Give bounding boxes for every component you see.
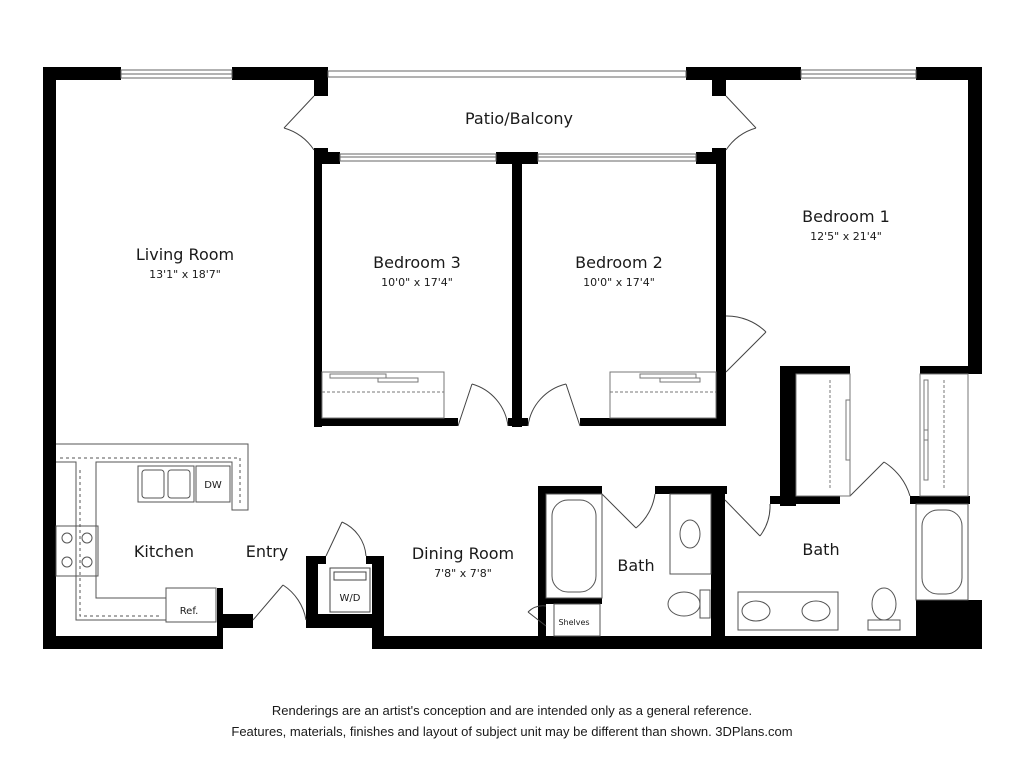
closet-bed1-left: [795, 373, 851, 497]
wall-left: [43, 67, 56, 649]
wall-closet-left: [780, 366, 796, 506]
wall-closet-top: [780, 366, 850, 374]
door-wd-closet: [325, 521, 367, 557]
wall-top-left: [43, 67, 121, 80]
door-bath-master: [724, 499, 771, 537]
label-kitchen: Kitchen: [134, 542, 194, 561]
dims-living: 13'1" x 18'7": [149, 268, 221, 281]
disclaimer-line-2: Features, materials, finishes and layout…: [231, 724, 793, 739]
wall-bed2-right: [716, 152, 726, 422]
wall-bath-hall-right: [711, 486, 725, 636]
fixture-labels: DW Ref. W/D Shelves: [180, 480, 590, 627]
hall-bath-fixtures: [545, 493, 712, 637]
disclaimer-line-1: Renderings are an artist's conception an…: [271, 703, 753, 718]
kitchen-sink: [137, 465, 195, 503]
wall-bed-divider: [512, 152, 522, 427]
label-refrigerator: Ref.: [180, 606, 199, 617]
kitchen-fixtures: [55, 443, 249, 623]
master-bathtub: [915, 503, 969, 601]
wall-bath-hall-bottom: [538, 598, 602, 604]
wall-right: [968, 67, 982, 367]
wall-bed3-left: [314, 152, 322, 427]
stove: [55, 525, 99, 577]
wall-wd-right: [372, 556, 384, 626]
label-bedroom2: Bedroom 2: [575, 253, 663, 272]
shelves: [553, 603, 601, 637]
wall-wd-top-r: [366, 556, 384, 564]
wall-entry-r: [306, 614, 378, 628]
master-toilet: [871, 587, 897, 621]
master-vanity: [737, 591, 839, 631]
room-labels: Patio/Balcony Living Room 13'1" x 18'7" …: [134, 109, 890, 580]
wall-bath-hall-left: [538, 486, 546, 636]
closet-bed2: [609, 371, 717, 419]
washer-dryer: [329, 567, 371, 613]
label-patio: Patio/Balcony: [465, 109, 573, 128]
windows: [120, 69, 917, 162]
dims-bedroom3: 10'0" x 17'4": [381, 276, 453, 289]
laundry: [329, 567, 371, 613]
wall-bottom-left: [43, 636, 223, 649]
patio-post-right: [712, 78, 726, 96]
hall-bathtub: [545, 493, 603, 599]
door-entry: [252, 584, 307, 621]
label-bath-hall: Bath: [617, 556, 654, 575]
dims-dining: 7'8" x 7'8": [434, 567, 492, 580]
wall-closet-top-r: [920, 366, 982, 374]
wall-top-left-2: [232, 67, 328, 80]
patio-post-left: [314, 78, 328, 96]
door-bath-hall: [601, 493, 656, 529]
label-bedroom3: Bedroom 3: [373, 253, 461, 272]
wall-wd-left: [306, 556, 318, 626]
dims-bedroom1: 12'5" x 21'4": [810, 230, 882, 243]
closet-bed1-right: [919, 373, 969, 497]
wall-bed2-bottom: [580, 418, 726, 426]
wall-wd-top: [306, 556, 326, 564]
wall-bath-master-low: [916, 600, 982, 649]
door-patio-right: [725, 95, 757, 151]
closet-bed3: [321, 371, 445, 419]
label-washer-dryer: W/D: [340, 593, 361, 604]
label-bedroom1: Bedroom 1: [802, 207, 890, 226]
label-dining: Dining Room: [412, 544, 514, 563]
label-living: Living Room: [136, 245, 234, 264]
door-bedroom1: [725, 315, 767, 373]
hall-vanity: [669, 493, 712, 575]
wall-bottom-mid: [378, 636, 982, 649]
door-shelves: [527, 605, 547, 627]
door-closet: [849, 461, 911, 497]
doors: [252, 95, 911, 627]
window-patio-slider: [327, 70, 687, 78]
wall-top-right-2: [916, 67, 982, 80]
wall-entry-l2: [217, 614, 253, 628]
wall-bed-doorstop: [508, 418, 528, 426]
walls: [43, 67, 982, 649]
wall-closet-bottom-r: [910, 496, 970, 504]
floor-plan: Patio/Balcony Living Room 13'1" x 18'7" …: [43, 67, 982, 649]
dims-bedroom2: 10'0" x 17'4": [583, 276, 655, 289]
refrigerator: [165, 587, 217, 623]
door-bedroom2: [527, 383, 581, 427]
wall-bath-master-top: [770, 496, 800, 504]
wall-bed3-bottom: [314, 418, 458, 426]
dishwasher: [195, 465, 231, 503]
wall-bath-hall-top-r: [655, 486, 727, 494]
wall-top-right-1: [686, 67, 801, 80]
door-patio-left: [283, 95, 315, 151]
master-bath-fixtures: [737, 503, 969, 631]
disclaimer: Renderings are an artist's conception an…: [0, 700, 1024, 742]
label-shelves: Shelves: [558, 618, 589, 627]
wall-closet-bottom: [780, 496, 840, 504]
label-bath-master: Bath: [802, 540, 839, 559]
hall-toilet: [667, 591, 701, 617]
label-dishwasher: DW: [204, 480, 222, 491]
door-bedroom3: [457, 383, 509, 427]
wall-bath-hall-top: [538, 486, 602, 494]
kitchen-counter: [56, 443, 249, 621]
label-entry: Entry: [246, 542, 289, 561]
closets: [321, 371, 969, 497]
